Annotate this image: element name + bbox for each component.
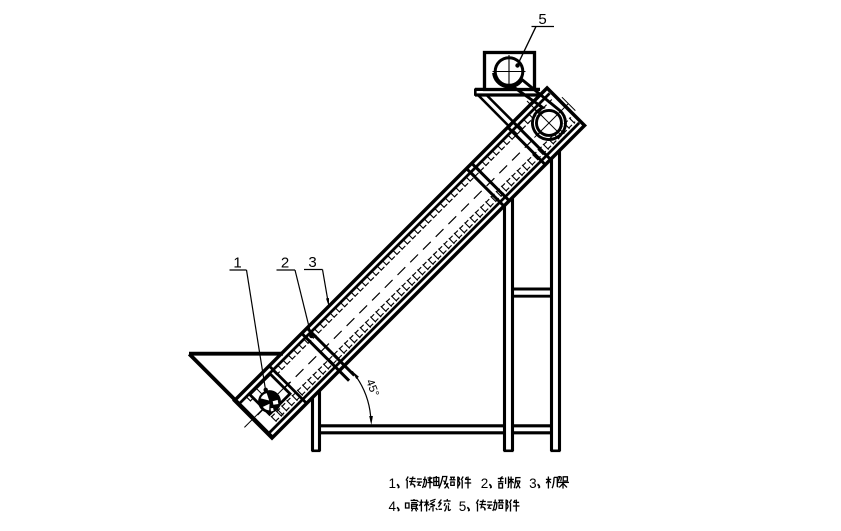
svg-text:2: 2	[281, 255, 289, 272]
svg-text:5: 5	[538, 11, 546, 28]
svg-text:5: 5	[459, 499, 467, 514]
svg-text:3: 3	[308, 254, 316, 271]
svg-text:1: 1	[233, 255, 241, 272]
svg-text:2: 2	[481, 476, 489, 491]
svg-text:3: 3	[529, 476, 537, 491]
svg-text:4: 4	[389, 499, 397, 514]
svg-text:1: 1	[389, 476, 397, 491]
svg-text:45°: 45°	[363, 378, 380, 399]
